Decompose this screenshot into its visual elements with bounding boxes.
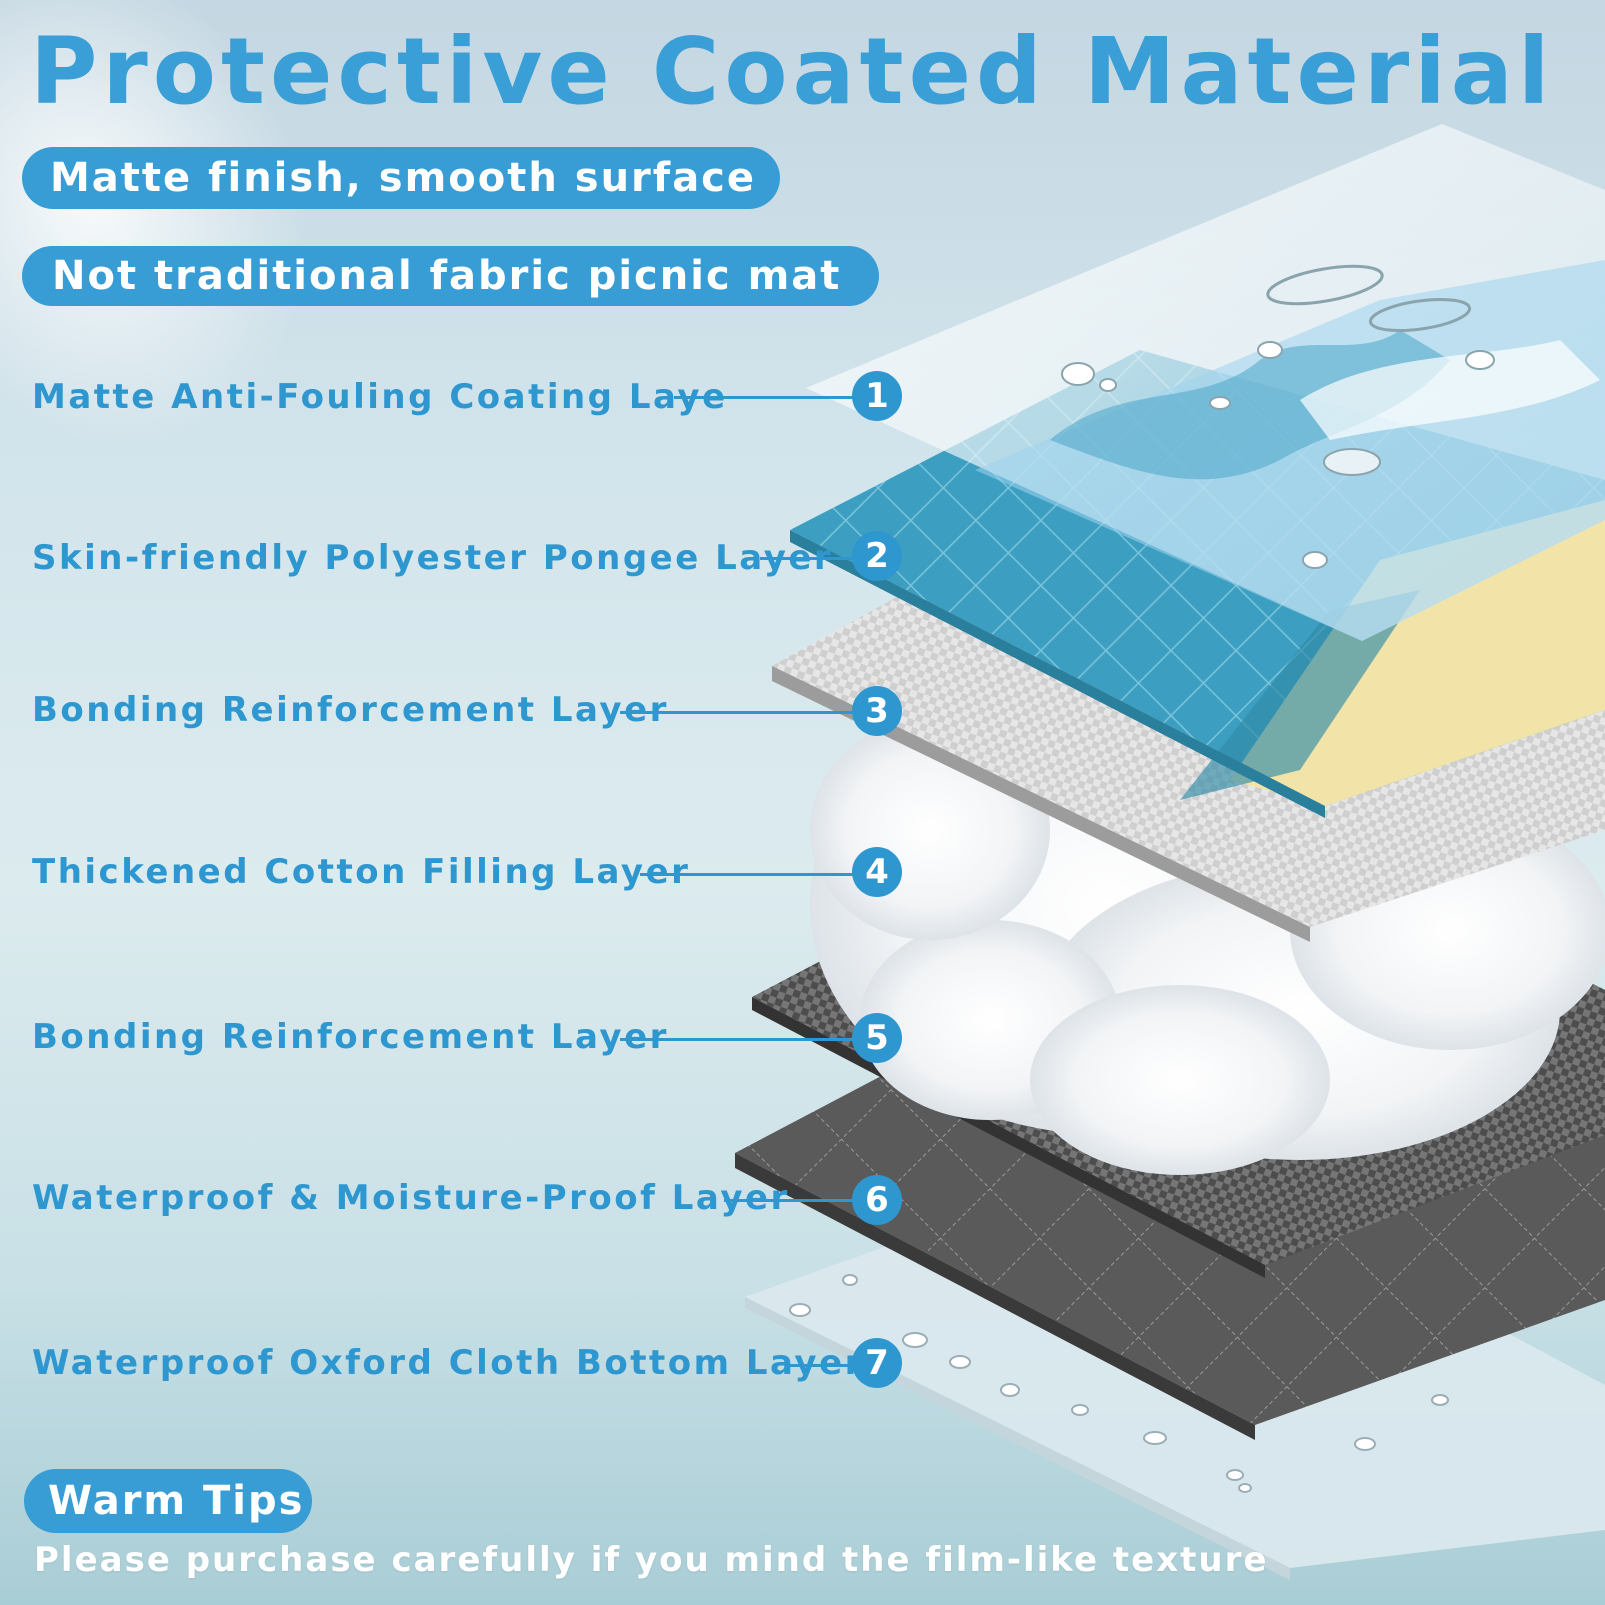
layer-1-connector (674, 396, 854, 399)
layer-4-badge: 4 (852, 847, 902, 897)
layer-7-badge: 7 (852, 1338, 902, 1388)
layer-5-badge: 5 (852, 1013, 902, 1063)
layer-4-label: Thickened Cotton Filling Layer (32, 852, 691, 892)
layer-6-connector (724, 1199, 854, 1202)
page-title: Protective Coated Material (30, 18, 1555, 125)
layer-2-connector (760, 557, 854, 560)
warm-tips-heading: Warm Tips (24, 1469, 312, 1533)
layer-1-film (806, 124, 1605, 641)
layer-7-connector (788, 1364, 854, 1367)
warm-tips-text: Please purchase carefully if you mind th… (34, 1540, 1269, 1580)
layer-5-label: Bonding Reinforcement Layer (32, 1017, 669, 1057)
feature-pill-not-fabric: Not traditional fabric picnic mat (22, 246, 879, 306)
layer-6-label: Waterproof & Moisture-Proof Layer (32, 1178, 790, 1218)
layer-3-label: Bonding Reinforcement Layer (32, 690, 669, 730)
layer-3-badge: 3 (852, 686, 902, 736)
layer-2-label: Skin-friendly Polyester Pongee Layer (32, 538, 834, 578)
layer-4-connector (640, 873, 854, 876)
layer-2-badge: 2 (852, 531, 902, 581)
layer-1-label: Matte Anti-Fouling Coating Laye (32, 377, 728, 417)
layer-6-badge: 6 (852, 1175, 902, 1225)
layer-7-label: Waterproof Oxford Cloth Bottom Layer (32, 1343, 864, 1383)
bottom-droplets (789, 1274, 1449, 1493)
layer-5-connector (620, 1038, 854, 1041)
layer-3-connector (620, 711, 854, 714)
layer-1-badge: 1 (852, 371, 902, 421)
feature-pill-matte-finish: Matte finish, smooth surface (22, 147, 780, 209)
